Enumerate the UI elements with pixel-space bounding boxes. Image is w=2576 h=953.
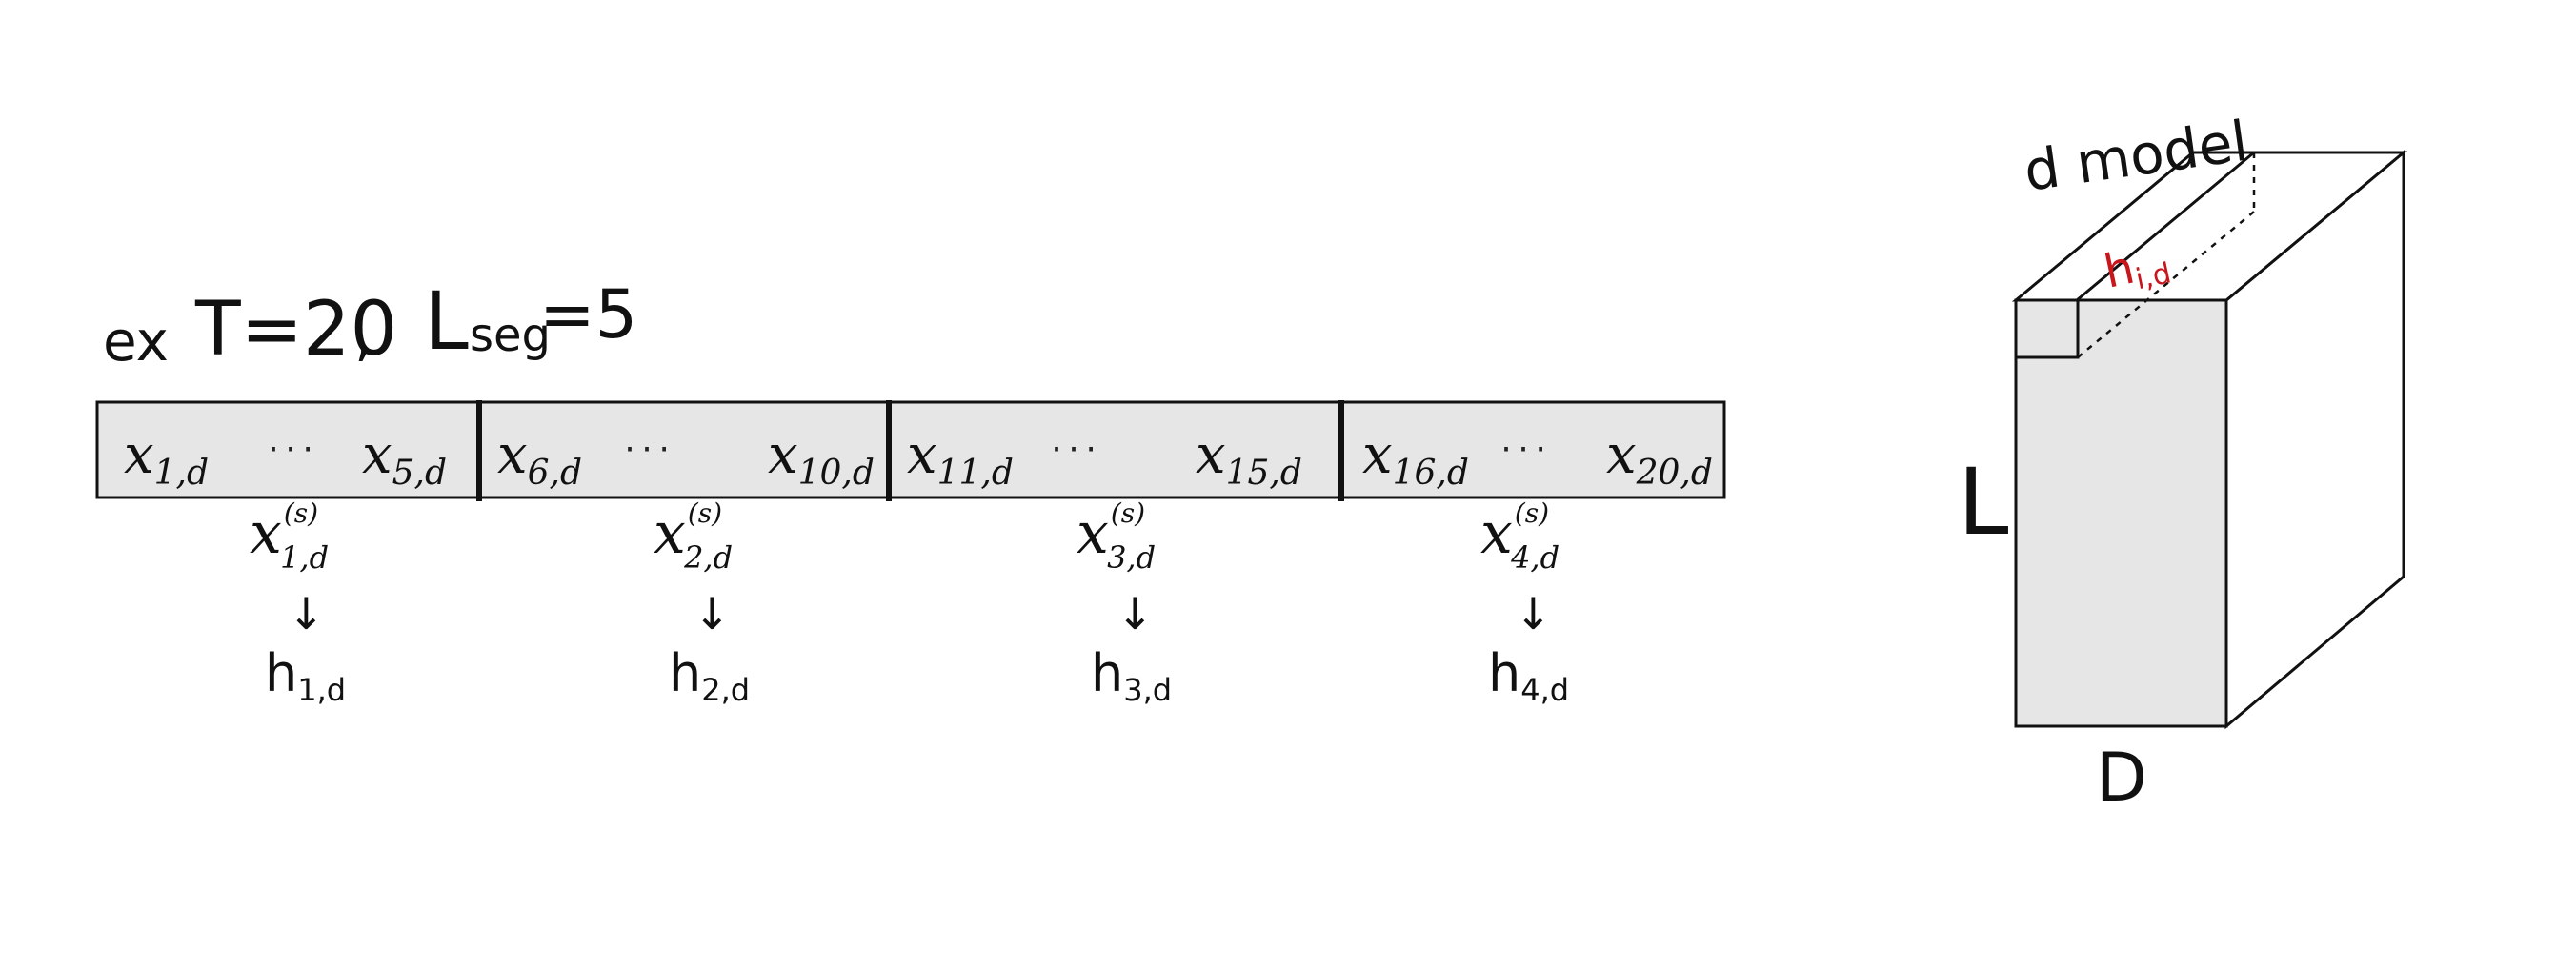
sequence-bar [95, 400, 1726, 501]
segment-vector: x(s)1,d [250, 497, 329, 576]
segment-first-element: x1,d [124, 424, 209, 493]
segment-2: x6,d ··· x10,d x(s)2,d ↓ h2,d [497, 424, 875, 708]
example-label: ex [103, 309, 169, 374]
ellipsis-dots: ··· [621, 434, 673, 467]
ellipsis-dots: ··· [1498, 434, 1549, 467]
example-lseg-sub: seg [470, 309, 551, 362]
segment-vector: x(s)2,d [654, 497, 733, 576]
tensor-cube: d model hi,d L D [1958, 109, 2408, 817]
segment-h-output: h4,d [1488, 643, 1569, 708]
segment-last-element: x5,d [362, 424, 447, 493]
segment-h-output: h2,d [669, 643, 750, 708]
example-header: ex T=20 , L seg =5 [103, 274, 637, 374]
cube-bottom-label: D [2096, 739, 2147, 817]
down-arrow-icon: ↓ [694, 588, 731, 639]
segment-last-element: x15,d [1196, 424, 1302, 493]
segment-1: x1,d ··· x5,d x(s)1,d ↓ h1,d [124, 424, 447, 708]
segment-vector: x(s)4,d [1480, 497, 1560, 576]
segment-last-element: x10,d [768, 424, 875, 493]
segment-first-element: x16,d [1362, 424, 1469, 493]
down-arrow-icon: ↓ [1117, 588, 1154, 639]
segment-3: x11,d ··· x15,d x(s)3,d ↓ h3,d [907, 424, 1302, 708]
strip-dashed-edge [2077, 211, 2255, 358]
segment-h-output: h3,d [1091, 643, 1172, 708]
example-lseg-eq: =5 [539, 275, 637, 354]
sequence-bar-background [95, 400, 1726, 499]
down-arrow-icon: ↓ [288, 588, 325, 639]
strip-edge [2076, 151, 2255, 302]
segment-4: x16,d ··· x20,d x(s)4,d ↓ h4,d [1362, 424, 1713, 708]
example-comma: , [354, 302, 372, 369]
strip-front-cell [2014, 298, 2080, 359]
example-t-expr: T=20 [194, 287, 397, 373]
segment-first-element: x6,d [497, 424, 582, 493]
ellipsis-dots: ··· [265, 434, 316, 467]
cube-highlight-label: hi,d [2100, 233, 2174, 303]
segment-vector: x(s)3,d [1077, 497, 1156, 576]
segment-h-output: h1,d [265, 643, 346, 708]
ellipsis-dots: ··· [1048, 434, 1099, 467]
cube-left-label: L [1958, 449, 2008, 556]
down-arrow-icon: ↓ [1515, 588, 1552, 639]
cube-front-face [2014, 298, 2228, 728]
example-lseg-main: L [424, 274, 469, 368]
segment-last-element: x20,d [1606, 424, 1713, 493]
segment-first-element: x11,d [907, 424, 1014, 493]
